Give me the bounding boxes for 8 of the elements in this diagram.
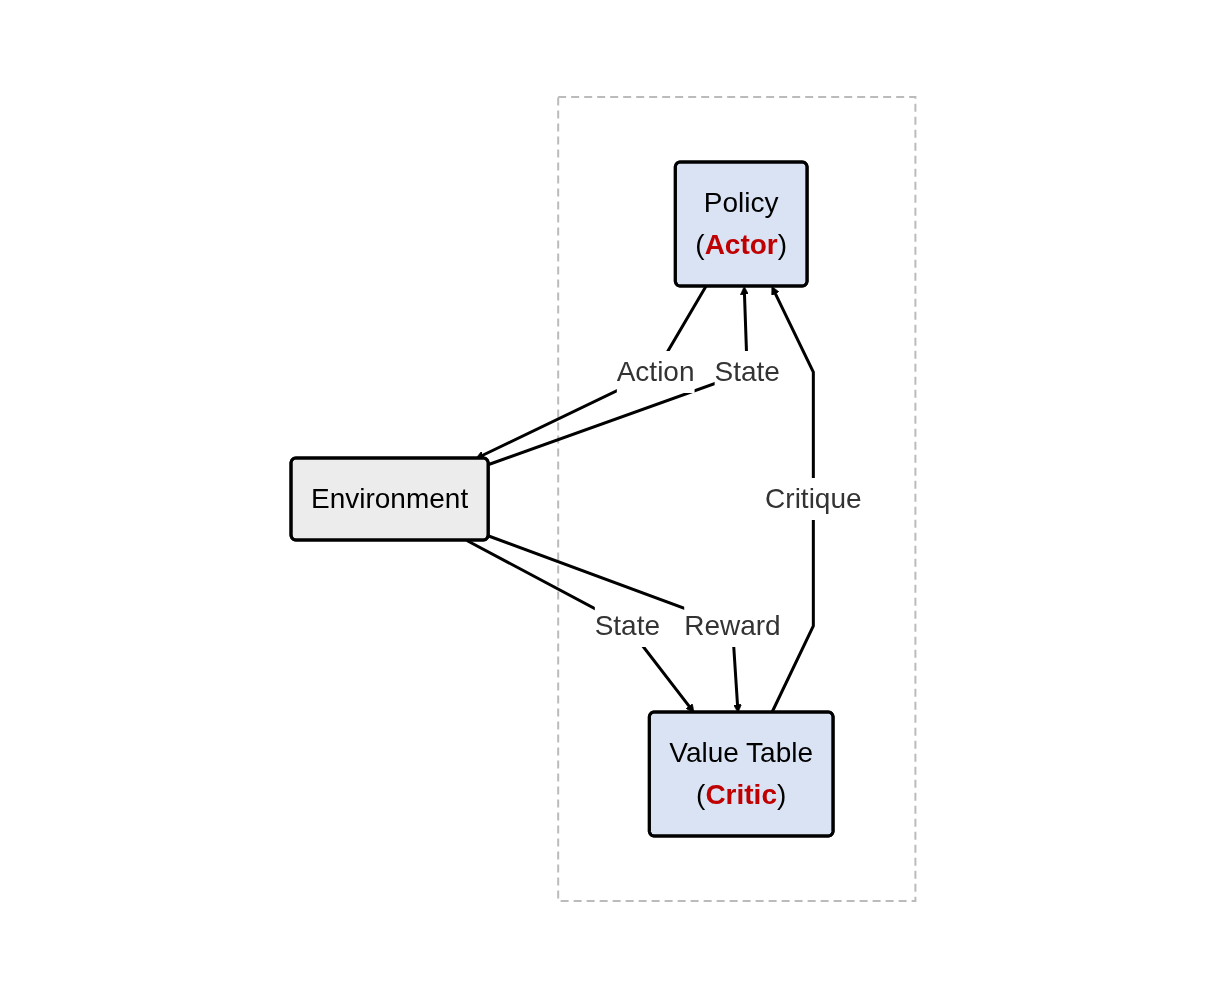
edge-label: Reward [683,609,781,641]
cluster [557,95,917,902]
edge-label: State [594,609,660,641]
arrow [475,285,707,459]
edge-label: Action [616,355,695,387]
edge-label: State [714,355,780,387]
edge-label: Critique [764,482,862,514]
arrow [488,285,749,466]
